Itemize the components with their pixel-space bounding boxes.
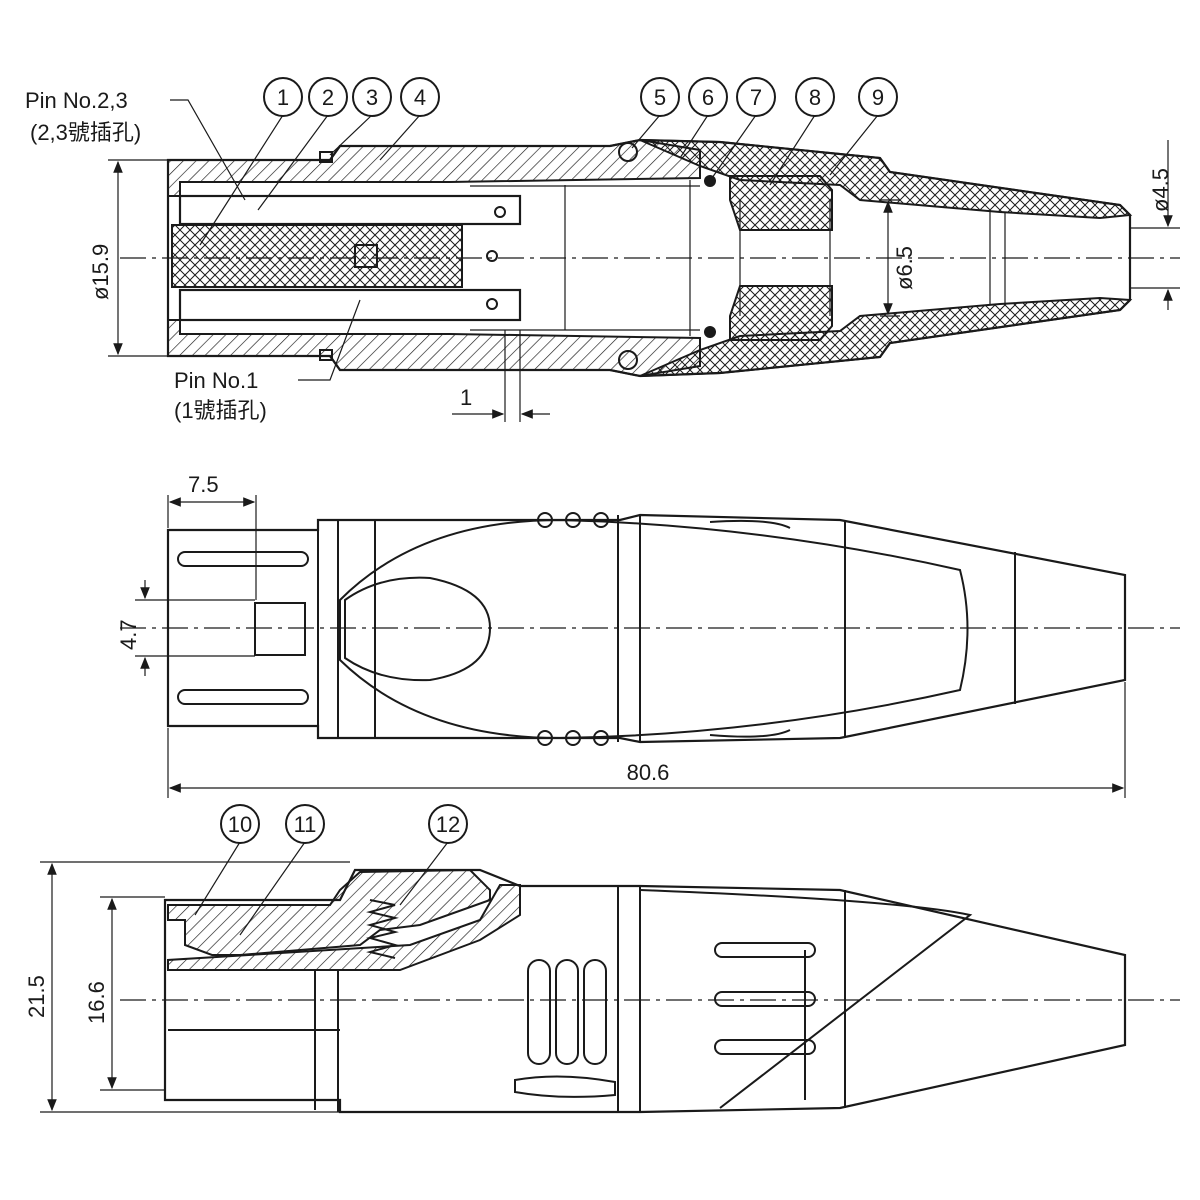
svg-text:11: 11 xyxy=(294,812,317,837)
section-view xyxy=(120,138,1180,378)
svg-text:9: 9 xyxy=(872,85,884,110)
boot-slots xyxy=(714,942,816,1055)
dim-d6-5: ø6.5 xyxy=(892,246,917,290)
balloon-6: 6 xyxy=(679,77,728,159)
dims-side: 7.5 4.7 80.6 xyxy=(116,472,1126,798)
dim-7-5: 7.5 xyxy=(188,472,219,497)
svg-text:3: 3 xyxy=(366,85,378,110)
balloon-5: 5 xyxy=(631,77,680,149)
balloon-10: 10 xyxy=(194,804,260,916)
side-view xyxy=(120,512,1180,746)
balloon-2: 2 xyxy=(257,77,348,211)
svg-text:2: 2 xyxy=(322,85,334,110)
spring xyxy=(366,899,399,959)
svg-text:12: 12 xyxy=(436,812,460,837)
pin23-label: Pin No.2,3 xyxy=(25,88,128,113)
balloon-9: 9 xyxy=(829,77,898,176)
balloon-3: 3 xyxy=(329,77,392,156)
pin23-sublabel: (2,3號插孔) xyxy=(30,120,141,145)
svg-text:4: 4 xyxy=(414,85,426,110)
balloon-8: 8 xyxy=(769,77,835,186)
dim-4-7: 4.7 xyxy=(116,619,141,650)
contact-lower xyxy=(178,288,522,322)
contact-upper xyxy=(178,194,522,226)
latch-section xyxy=(167,868,491,956)
balloon-12: 12 xyxy=(399,804,468,906)
clamp-bottom xyxy=(729,285,833,341)
grip-ridges-side xyxy=(527,959,607,1065)
insert-block xyxy=(171,224,463,288)
dims-section: ø15.9 ø6.5 ø4.5 1 xyxy=(88,140,1180,422)
balloon-4: 4 xyxy=(379,77,440,161)
dim-16-6: 16.6 xyxy=(84,981,109,1024)
svg-text:8: 8 xyxy=(809,85,821,110)
callouts: Pin No.2,3 (2,3號插孔) Pin No.1 (1號插孔) xyxy=(25,88,361,423)
grip-ridges-top xyxy=(537,512,609,528)
dim-80-6: 80.6 xyxy=(627,760,670,785)
pin1-label: Pin No.1 xyxy=(174,368,258,393)
dims-bottom: 21.5 16.6 xyxy=(24,861,350,1113)
balloon-7: 7 xyxy=(711,77,776,179)
svg-text:7: 7 xyxy=(750,85,762,110)
balloon-11: 11 xyxy=(239,804,325,936)
svg-text:10: 10 xyxy=(228,812,252,837)
dim-d4-5: ø4.5 xyxy=(1148,168,1173,212)
dim-21-5: 21.5 xyxy=(24,975,49,1018)
pin1-sublabel: (1號插孔) xyxy=(174,398,267,423)
clamp-top xyxy=(729,175,833,231)
balloons-top: 1 2 3 4 5 6 7 xyxy=(199,77,898,246)
balloon-1: 1 xyxy=(199,77,303,246)
latch-lever xyxy=(339,518,969,740)
svg-text:1: 1 xyxy=(277,85,289,110)
balloons-bottom: 10 11 12 xyxy=(194,804,468,936)
svg-text:5: 5 xyxy=(654,85,666,110)
dim-d15-9: ø15.9 xyxy=(88,244,113,300)
bottom-view xyxy=(120,868,1180,1114)
svg-text:6: 6 xyxy=(702,85,714,110)
grip-ridges-bottom xyxy=(537,730,609,746)
dim-gap-1: 1 xyxy=(460,385,472,410)
